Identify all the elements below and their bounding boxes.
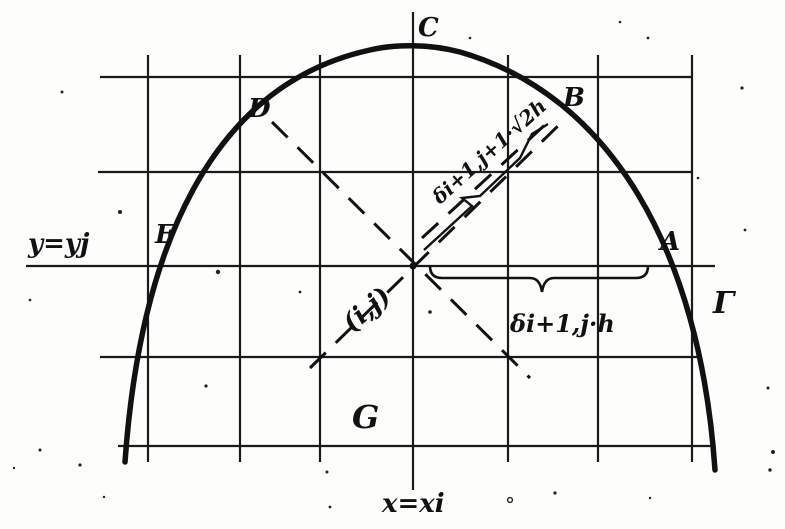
grid-lines-horizontal [26, 75, 715, 448]
diagonal-to-b-offset [420, 120, 550, 240]
node-point-ij [409, 262, 417, 270]
grid-lines-vertical [146, 12, 694, 490]
label-point-e: E [154, 220, 176, 250]
paper-specks [12, 20, 775, 509]
diagonal-to-b [308, 120, 564, 370]
horizontal-distance-brace [428, 265, 650, 293]
label-point-c: C [418, 13, 439, 43]
dashed-diagonals [270, 120, 564, 380]
diagonal-distance-brace [423, 122, 549, 251]
diagonal-d-to-b [270, 120, 532, 380]
label-point-b: B [562, 83, 585, 113]
label-boundary-gamma: Γ [712, 286, 737, 321]
label-delta-horizontal: δi+1,j·h [509, 309, 615, 338]
boundary-curve-gamma [122, 43, 718, 473]
label-delta-diagonal: δi+1,j+1·√2h [427, 94, 552, 210]
label-point-a: A [657, 227, 680, 257]
label-point-d: D [247, 94, 271, 124]
label-line-y: y=yj [27, 229, 90, 259]
label-region-g: G [352, 398, 379, 436]
label-line-x: x=xi [381, 489, 445, 519]
